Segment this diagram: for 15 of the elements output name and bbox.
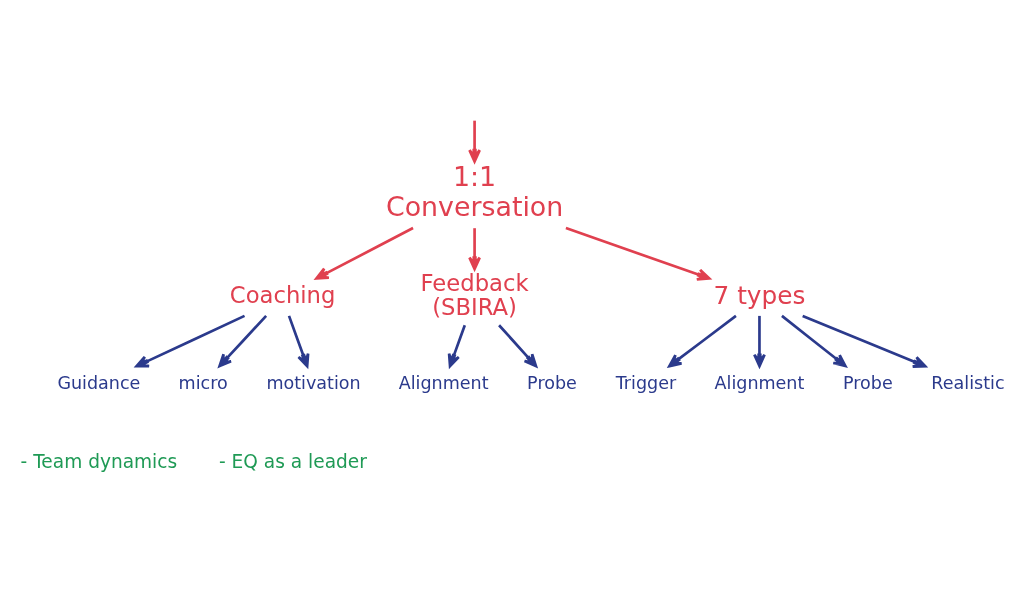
node-text: Guidance bbox=[57, 373, 141, 394]
label: - Team dynamics bbox=[20, 450, 178, 472]
node-text: micro bbox=[178, 373, 228, 394]
node-text: 1:1 Conversation bbox=[385, 161, 564, 223]
node-text: Coaching bbox=[229, 281, 336, 308]
node-text: Probe bbox=[527, 373, 577, 394]
node-text: Feedback (SBIRA) bbox=[420, 269, 529, 321]
node-text: Alignment bbox=[398, 373, 489, 394]
node-text: Trigger bbox=[615, 373, 677, 394]
node-text: motivation bbox=[266, 373, 361, 394]
node-text: Realistic bbox=[931, 373, 1005, 394]
node-text: Probe bbox=[842, 373, 893, 394]
node-text: Alignment bbox=[714, 373, 805, 394]
node-text: 7 types bbox=[713, 280, 806, 310]
label: - EQ as a leader bbox=[218, 450, 367, 472]
